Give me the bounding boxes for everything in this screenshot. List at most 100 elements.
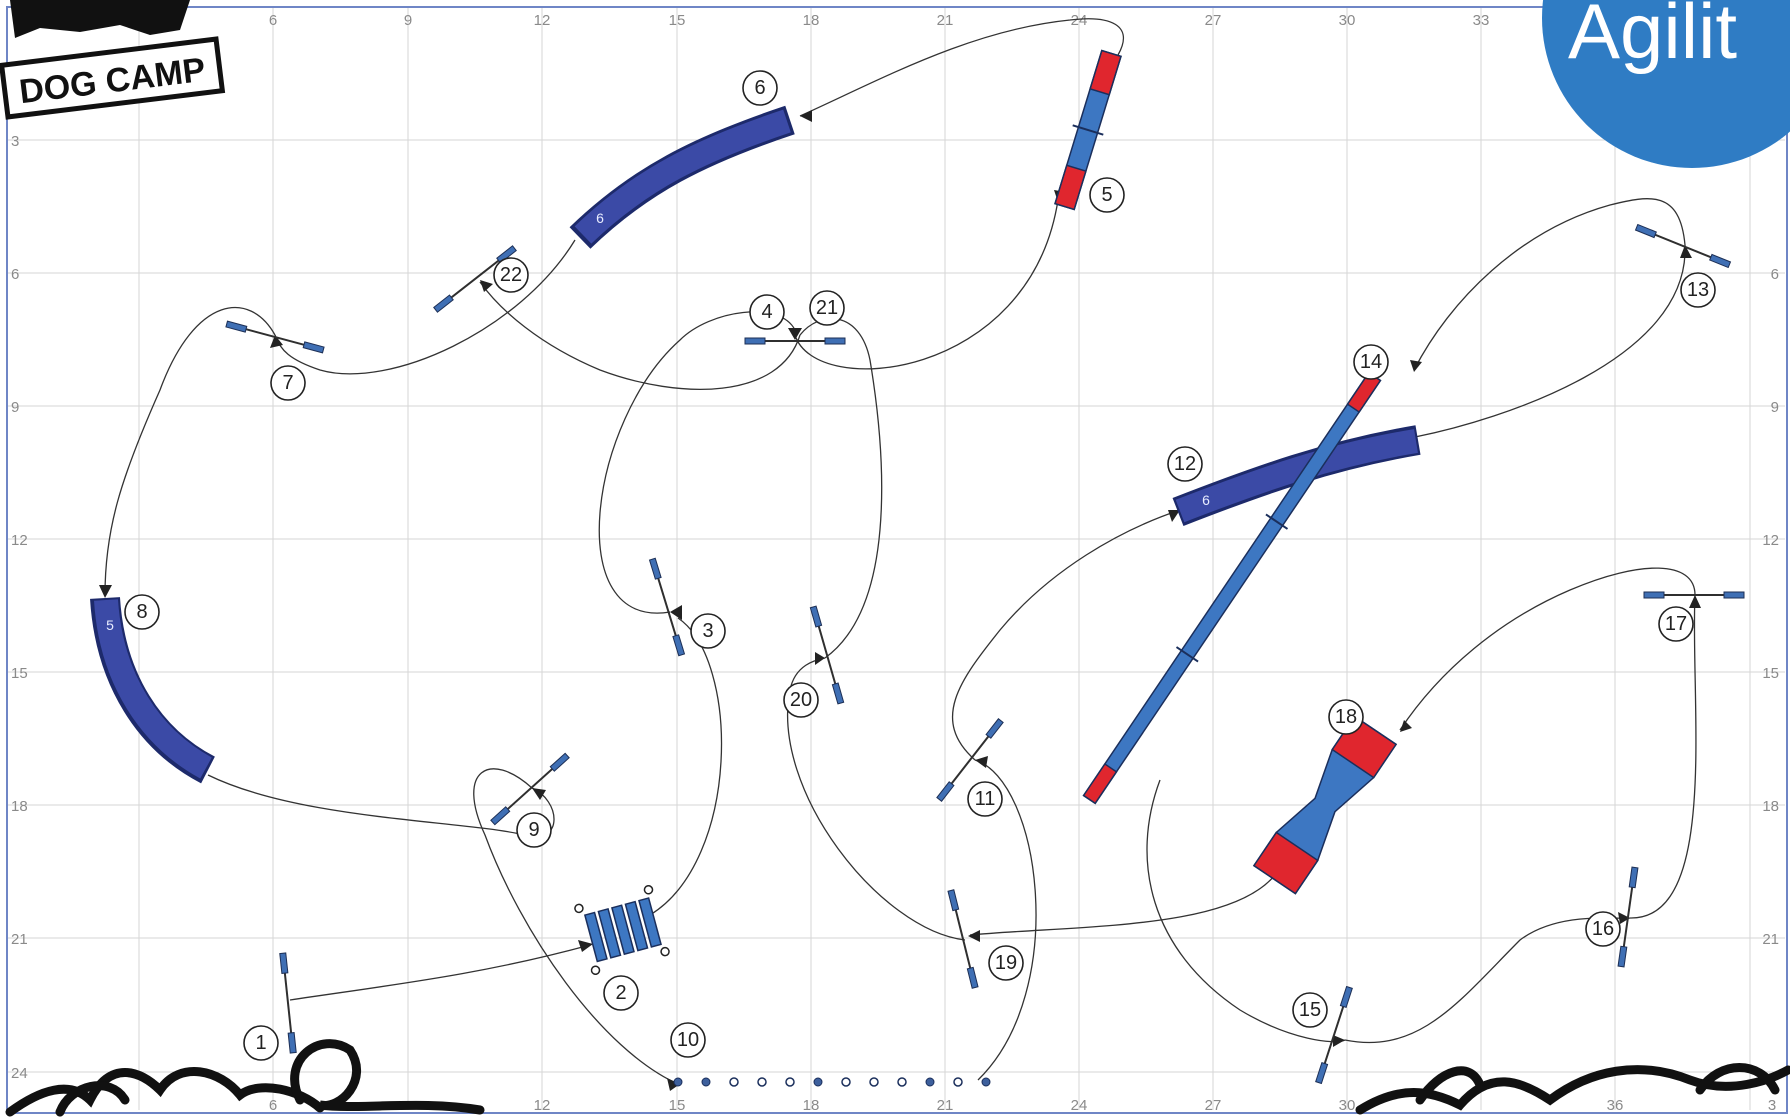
tunnel-label: 6 [1202,492,1210,508]
svg-text:21: 21 [816,297,838,319]
number-marker-4: 4 [749,294,785,330]
svg-text:19: 19 [995,952,1017,974]
svg-text:7: 7 [282,372,293,394]
jump-obstacle-22 [433,245,517,313]
jump-obstacle-15 [1315,985,1353,1085]
top-tick: 6 [269,12,277,29]
jump-obstacle-19 [947,889,979,989]
grid-horizontal [8,139,1785,1073]
tire-obstacle-2 [574,885,670,975]
tunnel-label: 5 [106,617,114,633]
svg-text:2: 2 [615,982,626,1004]
path-13-14 [1413,198,1686,371]
path-8-9 [207,774,555,838]
grid [6,6,1788,1114]
svg-text:17: 17 [1665,613,1687,635]
bottom-tick: 30 [1339,1097,1356,1114]
tunnel-obstacle-8: 5 [90,596,216,784]
svg-text:16: 16 [1592,918,1614,940]
right-tick: 12 [1762,532,1779,549]
path-1-2 [289,944,591,1001]
number-marker-9: 9 [516,812,552,848]
svg-text:20: 20 [790,689,812,711]
number-marker-15: 15 [1292,992,1328,1028]
svg-text:13: 13 [1687,279,1709,301]
path-11-12 [951,509,1181,761]
number-marker-13: 13 [1680,272,1716,308]
agility-badge: Agilit [1542,0,1790,168]
path-arrows [99,110,1701,1091]
jump-obstacle-16 [1617,866,1639,968]
number-marker-14: 14 [1353,344,1389,380]
top-tick: 33 [1473,12,1490,29]
number-marker-6: 6 [742,70,778,106]
path-16-17 [1629,594,1697,919]
number-marker-12: 12 [1167,446,1203,482]
path-10-11 [974,759,1037,1081]
path-19-20 [787,657,966,941]
left-tick: 18 [11,798,28,815]
arrow-icon [270,335,283,348]
tunnel-obstacle-12: 6 [1172,425,1421,526]
left-tick: 21 [11,931,28,948]
number-marker-11: 11 [967,781,1003,817]
left-tick: 9 [11,399,19,416]
jump-obstacle-11 [936,718,1004,802]
svg-text:15: 15 [1299,999,1321,1021]
arrow-icon [480,280,493,292]
bottom-tick: 24 [1071,1097,1088,1114]
number-marker-1: 1 [243,1025,279,1061]
arrow-icon [1333,1035,1345,1047]
jump-obstacle-20 [809,605,845,705]
svg-text:4: 4 [761,301,772,323]
svg-text:9: 9 [528,819,539,841]
arrow-icon [1400,720,1412,732]
number-marker-5: 5 [1089,177,1125,213]
arrow-icon [1689,595,1701,608]
bottom-tick: 27 [1205,1097,1222,1114]
number-marker-7: 7 [270,365,306,401]
bottom-tick: 3 [1768,1097,1776,1114]
bottom-tick-labels: 6 12 15 18 21 24 27 30 36 3 [269,1097,1776,1114]
top-tick: 21 [937,12,954,29]
arrow-icon [1168,510,1180,522]
right-tick: 9 [1771,399,1779,416]
svg-text:1: 1 [255,1032,266,1054]
number-marker-22: 22 [493,257,529,293]
bottom-tick: 12 [534,1097,551,1114]
badge-text: Agilit [1568,0,1737,75]
top-tick: 24 [1071,12,1088,29]
number-marker-10: 10 [670,1022,706,1058]
jump-obstacle-17 [1643,591,1745,599]
svg-text:11: 11 [975,788,996,810]
jump-obstacle-4-21 [744,337,846,345]
bottom-tick: 36 [1607,1097,1624,1114]
right-tick: 21 [1762,931,1779,948]
top-tick: 12 [534,12,551,29]
number-marker-2: 2 [603,975,639,1011]
svg-text:14: 14 [1360,351,1382,373]
number-marker-16: 16 [1585,911,1621,947]
number-marker-21: 21 [809,290,845,326]
path-6-7 [274,239,576,375]
arrow-icon [800,110,812,122]
svg-text:3: 3 [702,620,713,642]
tunnel-obstacle-6: 6 [569,105,795,249]
left-tick-labels: 3 6 9 12 15 18 21 24 [11,133,28,1082]
path-14-15 [1146,779,1346,1043]
arrow-icon [788,328,802,340]
arrow-icon [670,605,682,620]
arrow-icon [1680,245,1692,258]
path-18-19 [969,874,1276,936]
right-tick: 15 [1762,665,1779,682]
svg-text:22: 22 [500,264,522,286]
path-5-6 [799,18,1124,117]
arrow-icon [1410,360,1422,372]
left-tick: 15 [11,665,28,682]
arrow-icon [815,652,825,665]
jump-obstacle-7 [225,320,325,354]
svg-text:5: 5 [1101,184,1112,206]
bottom-tick: 6 [269,1097,277,1114]
number-marker-19: 19 [988,945,1024,981]
